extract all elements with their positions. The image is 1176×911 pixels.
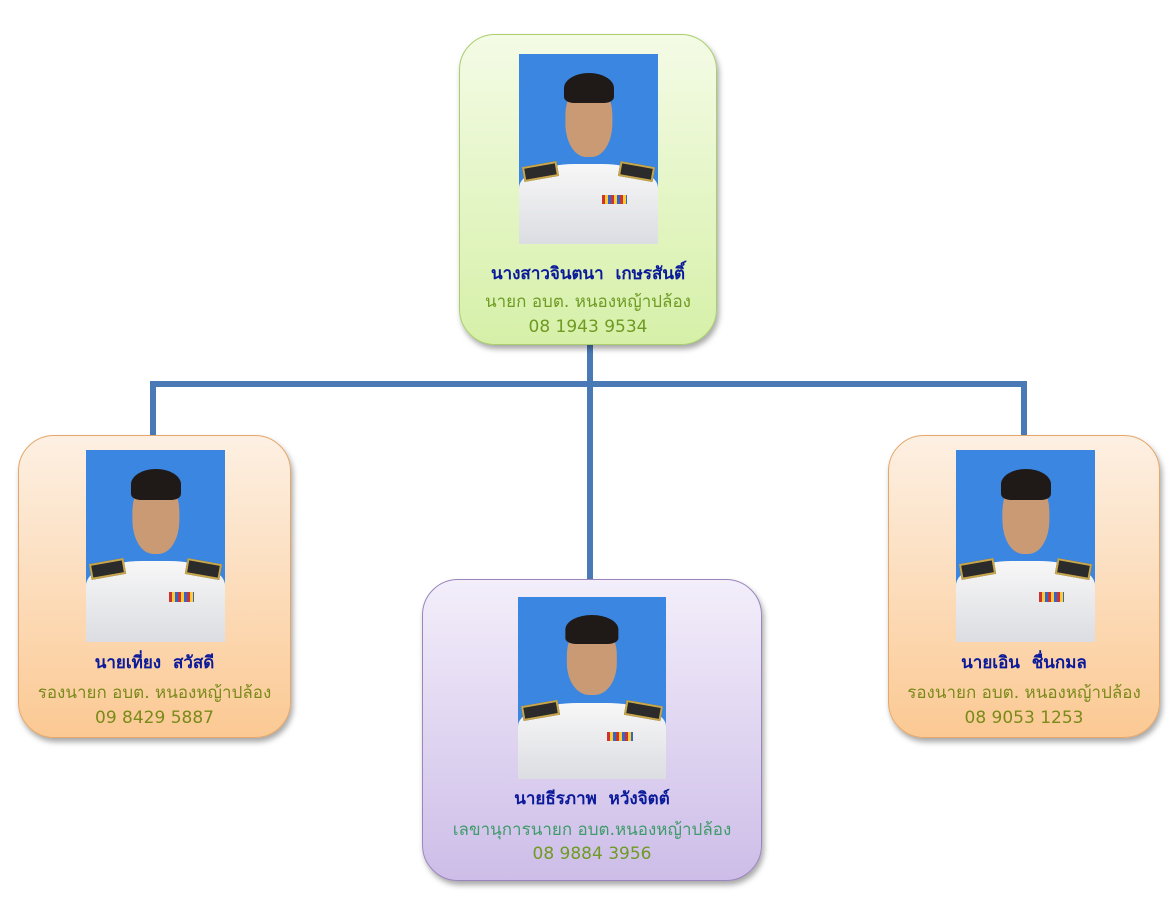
portrait-photo xyxy=(518,597,666,779)
person-phone: 08 1943 9534 xyxy=(460,317,716,337)
portrait-photo xyxy=(519,54,658,244)
org-card-secretary: นายธีรภาพ หวังจิตต์ เลขานุการนายก อบต.หน… xyxy=(422,579,762,881)
person-name: นายธีรภาพ หวังจิตต์ xyxy=(423,785,761,812)
connector-horizontal xyxy=(150,381,1027,387)
person-name: นายเที่ยง สวัสดี xyxy=(19,649,290,676)
connector-left-drop xyxy=(150,381,156,436)
person-name: นายเอิน ชื่นกมล xyxy=(889,649,1159,676)
org-card-deputy-left: นายเที่ยง สวัสดี รองนายก อบต. หนองหญ้าปล… xyxy=(18,435,291,738)
person-name: นางสาวจินตนา เกษรสันติ์ xyxy=(460,260,716,287)
person-title: รองนายก อบต. หนองหญ้าปล้อง xyxy=(889,679,1159,706)
org-card-deputy-right: นายเอิน ชื่นกมล รองนายก อบต. หนองหญ้าปล้… xyxy=(888,435,1160,738)
person-title: เลขานุการนายก อบต.หนองหญ้าปล้อง xyxy=(423,816,761,843)
connector-right-drop xyxy=(1021,381,1027,436)
portrait-photo xyxy=(86,450,225,642)
person-phone: 09 8429 5887 xyxy=(19,708,290,728)
person-title: รองนายก อบต. หนองหญ้าปล้อง xyxy=(19,679,290,706)
person-title: นายก อบต. หนองหญ้าปล้อง xyxy=(460,288,716,315)
person-phone: 08 9053 1253 xyxy=(889,708,1159,728)
portrait-photo xyxy=(956,450,1095,642)
org-card-chief: นางสาวจินตนา เกษรสันติ์ นายก อบต. หนองหญ… xyxy=(459,34,717,345)
person-phone: 08 9884 3956 xyxy=(423,844,761,864)
